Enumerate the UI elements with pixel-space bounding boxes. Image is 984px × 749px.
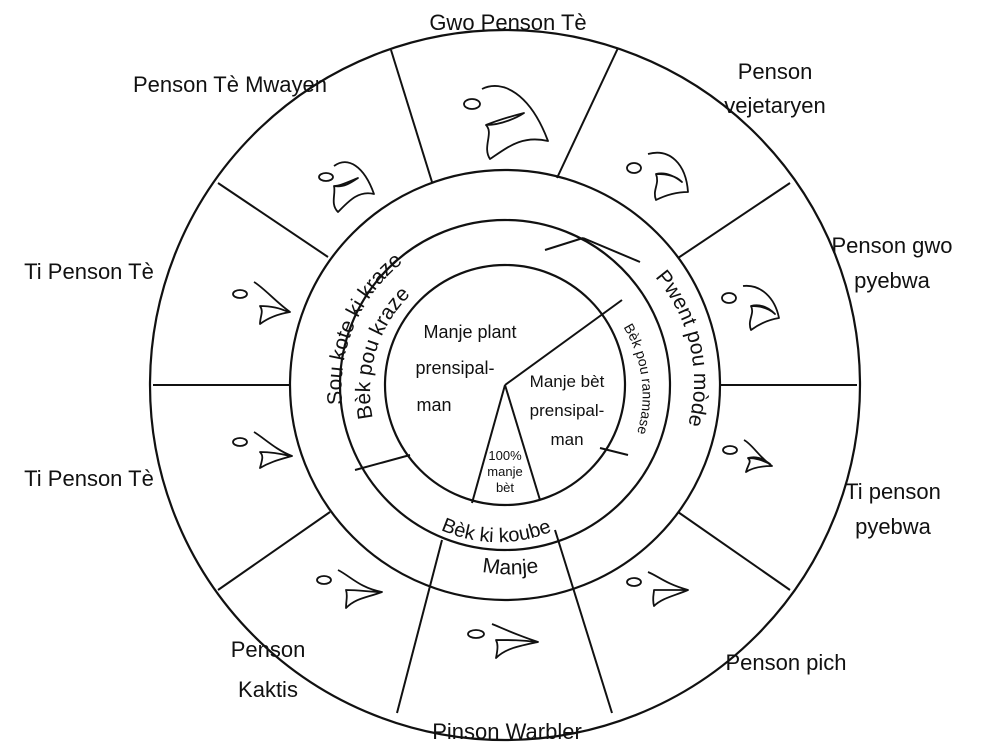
- label-woodpecker-finch: Penson pich: [725, 650, 846, 675]
- small-ground-finch-beak-icon: [233, 282, 290, 324]
- large-tree-finch-beak-icon: [722, 286, 779, 330]
- label-plant-food-3: man: [416, 395, 451, 415]
- label-medium-ground-finch: Penson Tè Mwayen: [133, 72, 327, 97]
- label-cactus-finch-line1: Penson: [231, 637, 306, 662]
- warbler-finch-beak-icon: [468, 624, 538, 658]
- label-animal-food-2: prensipal-: [530, 401, 605, 420]
- label-all-animal-1: 100%: [488, 448, 522, 463]
- label-animal-food-1: Manje bèt: [530, 372, 605, 391]
- label-animal-food-3: man: [550, 430, 583, 449]
- label-vegetarian-finch-line2: vejetaryen: [724, 93, 826, 118]
- label-biting-tip: Pwent pou mòde: [651, 266, 712, 429]
- medium-ground-finch-beak-icon: [319, 162, 374, 212]
- label-large-tree-finch-line1: Penson gwo: [831, 233, 952, 258]
- label-vegetarian-finch-line1: Penson: [738, 59, 813, 84]
- label-large-ground-finch: Gwo Penson Tè: [429, 10, 586, 35]
- small-tree-finch-beak-icon: [723, 440, 772, 472]
- label-plant-food-1: Manje plant: [423, 322, 516, 342]
- cactus-finch-beak-icon: [317, 570, 382, 608]
- label-small-ground-finch-lower: Ti Penson Tè: [24, 466, 154, 491]
- small-ground-finch-beak-icon: [233, 432, 292, 468]
- outer-dividers: [153, 48, 857, 713]
- woodpecker-finch-beak-icon: [627, 572, 688, 606]
- label-all-animal-3: bèt: [496, 480, 514, 495]
- label-grasping-beak: Bèk pou ranmase: [621, 321, 656, 437]
- label-small-ground-finch-upper: Ti Penson Tè: [24, 259, 154, 284]
- label-plant-food-2: prensipal-: [415, 358, 494, 378]
- label-all-animal-2: manje: [487, 464, 522, 479]
- label-small-tree-finch-line1: Ti penson: [845, 479, 941, 504]
- label-food: Manje: [481, 554, 539, 579]
- vegetarian-finch-beak-icon: [627, 153, 688, 200]
- label-large-tree-finch-line2: pyebwa: [854, 268, 931, 293]
- label-cactus-finch-line2: Kaktis: [238, 677, 298, 702]
- label-warbler-finch: Pinson Warbler: [432, 719, 582, 744]
- ground-finch-beak-icon: [464, 86, 548, 159]
- label-small-tree-finch-line2: pyebwa: [855, 514, 932, 539]
